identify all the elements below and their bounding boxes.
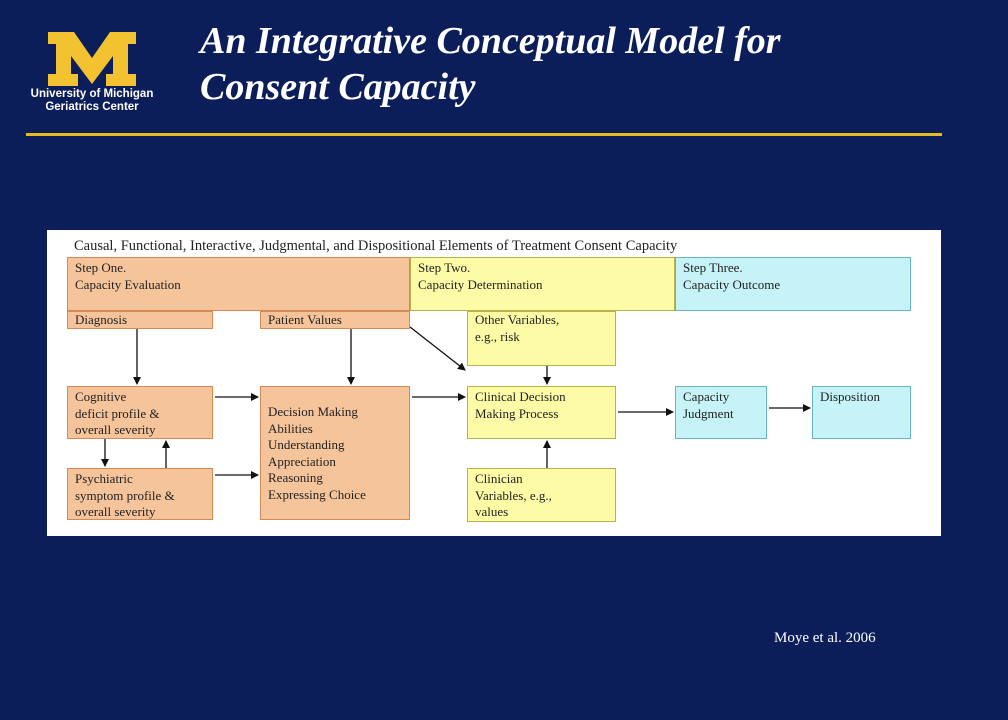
abilities-line-4: Appreciation [268, 453, 336, 469]
cognitive-line-1: Cognitive [75, 389, 127, 404]
step-one-line-2: Capacity Evaluation [75, 276, 181, 292]
abilities-line-3: Understanding [268, 437, 345, 452]
diagram-title: Causal, Functional, Interactive, Judgmen… [74, 238, 678, 254]
slide-title-line-2: Consent Capacity [200, 66, 476, 108]
step-one-line-1: Step One. [75, 260, 127, 275]
university-logo: University of Michigan Geriatrics Center [22, 30, 162, 114]
step-three-header: Step Three. Capacity Outcome [675, 257, 911, 311]
capacity-judgment-box: Capacity Judgment [675, 386, 767, 439]
abilities-line-1: Decision Making [268, 404, 358, 419]
psychiatric-line-2: symptom profile & [75, 487, 175, 503]
other-variables-line-1: Other Variables, [475, 312, 560, 327]
patient-values-label: Patient Values [268, 312, 342, 327]
disposition-box: Disposition [812, 386, 911, 439]
block-m-icon [48, 32, 136, 86]
arrow-values-to-clinical [409, 326, 466, 371]
cognitive-line-3: overall severity [75, 422, 156, 437]
gold-divider [26, 133, 942, 136]
step-three-line-2: Capacity Outcome [683, 276, 781, 292]
citation: Moye et al. 2006 [774, 630, 876, 646]
logo-line-2: Geriatrics Center [45, 101, 139, 113]
cognitive-line-2: deficit profile & [75, 405, 160, 421]
clinical-decision-line-2: Making Process [475, 405, 559, 421]
patient-values-box: Patient Values [260, 311, 410, 329]
diagram-arrows [101, 326, 811, 479]
capacity-judgment-line-2: Judgment [683, 405, 734, 421]
capacity-judgment-line-1: Capacity [683, 389, 730, 404]
abilities-line-5: Reasoning [268, 470, 323, 485]
cognitive-deficit-box: Cognitive deficit profile & overall seve… [67, 386, 213, 439]
step-two-line-2: Capacity Determination [418, 276, 543, 292]
other-variables-box: Other Variables, e.g., risk [467, 311, 616, 366]
abilities-line-6: Expressing Choice [268, 486, 366, 502]
diagnosis-label: Diagnosis [75, 312, 127, 327]
step-one-header: Step One. Capacity Evaluation [67, 257, 410, 311]
psychiatric-symptom-box: Psychiatric symptom profile & overall se… [67, 468, 213, 520]
logo-line-1: University of Michigan [30, 88, 154, 100]
clinical-decision-box: Clinical Decision Making Process [467, 386, 616, 439]
concept-diagram: Causal, Functional, Interactive, Judgmen… [47, 230, 941, 536]
psychiatric-line-1: Psychiatric [75, 471, 133, 486]
step-two-line-1: Step Two. [418, 260, 471, 275]
abilities-line-2: Abilities [268, 420, 313, 436]
clinical-decision-line-1: Clinical Decision [475, 389, 566, 404]
clinician-variables-line-1: Clinician [475, 471, 523, 486]
other-variables-line-2: e.g., risk [475, 328, 520, 344]
decision-making-abilities-box: Decision Making Abilities Understanding … [260, 386, 410, 520]
step-two-header: Step Two. Capacity Determination [410, 257, 675, 311]
diagnosis-box: Diagnosis [67, 311, 213, 329]
clinician-variables-line-2: Variables, e.g., [475, 487, 552, 503]
disposition-label: Disposition [820, 389, 880, 404]
clinician-variables-line-3: values [475, 504, 509, 519]
clinician-variables-box: Clinician Variables, e.g., values [467, 468, 616, 522]
step-three-line-1: Step Three. [683, 260, 743, 275]
slide-title-line-1: An Integrative Conceptual Model for [200, 20, 781, 62]
psychiatric-line-3: overall severity [75, 504, 156, 519]
slide-title: An Integrative Conceptual Model for Cons… [200, 18, 990, 110]
